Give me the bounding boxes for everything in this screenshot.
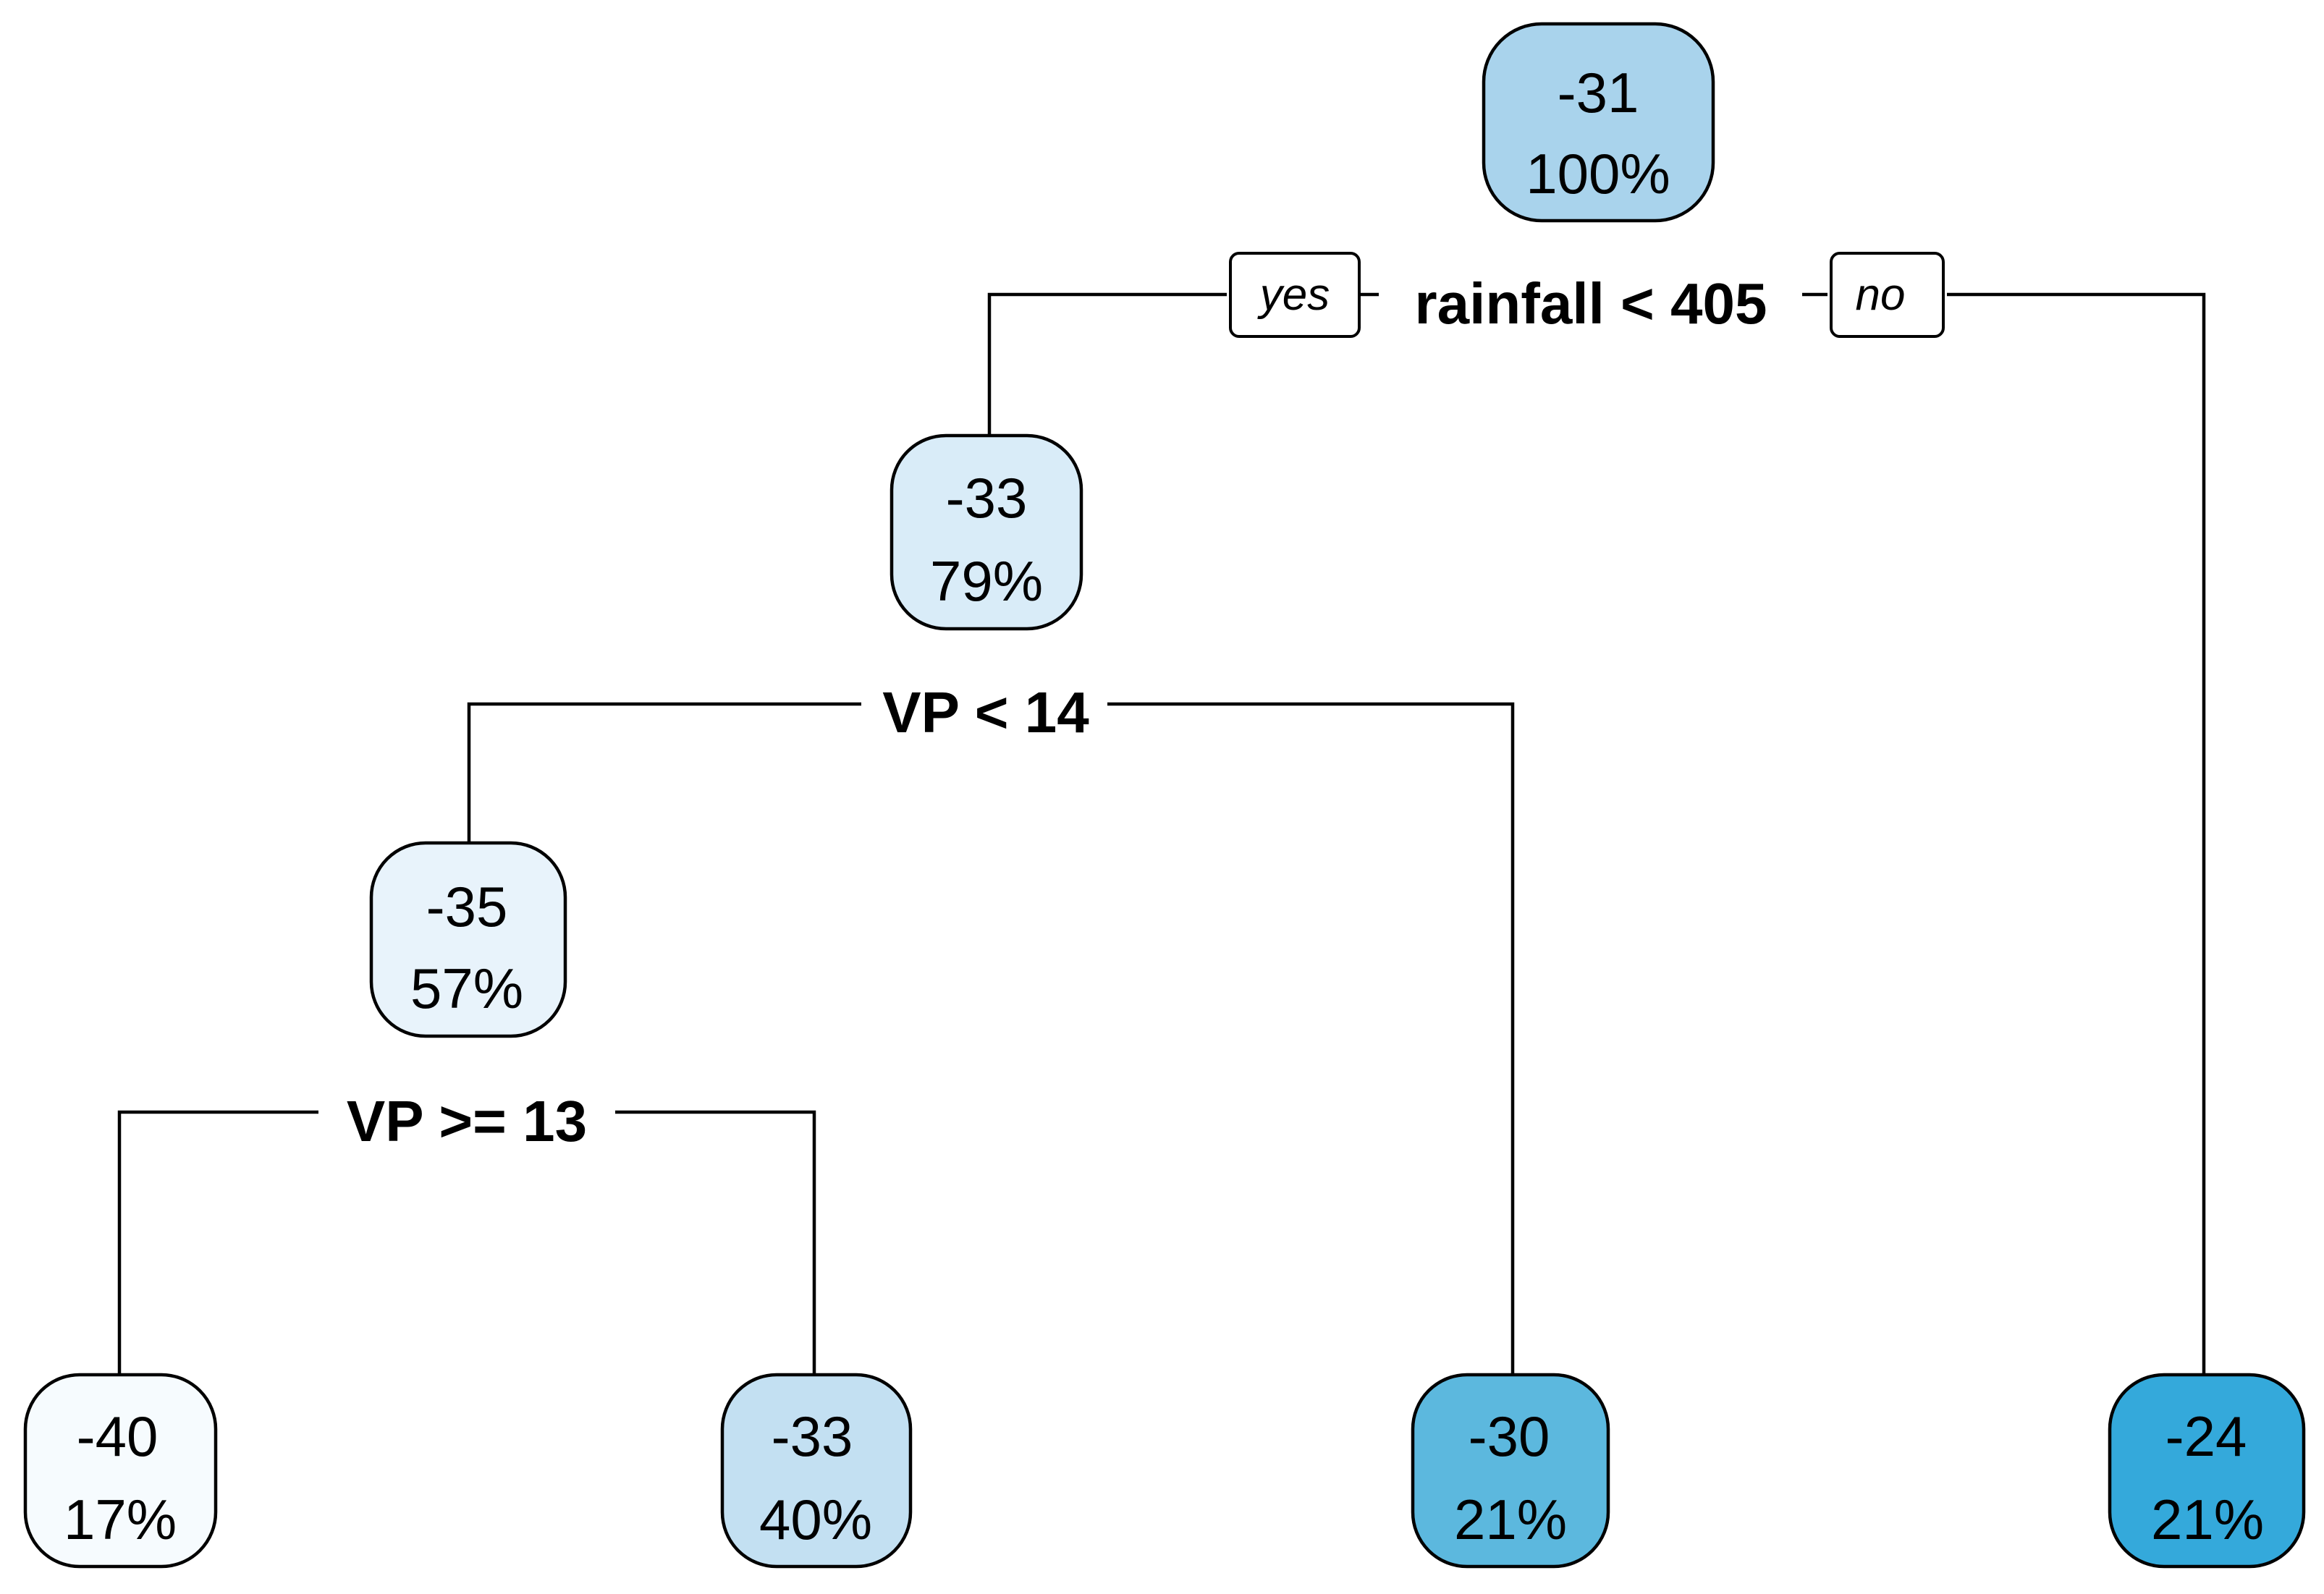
leaf-node-1-value: -40 xyxy=(77,1404,159,1468)
leaf-node-1-box xyxy=(23,1373,218,1569)
node-left-percent: 79% xyxy=(930,549,1043,613)
leaf-node-2-value: -33 xyxy=(772,1404,853,1468)
split-left-label: VP < 14 xyxy=(882,680,1089,745)
branch-yes-box xyxy=(1229,252,1361,338)
branch-yes-label: yes xyxy=(1257,270,1330,320)
node-root-percent: 100% xyxy=(1526,142,1670,205)
leaf-node-3-percent: 21% xyxy=(1454,1488,1567,1551)
edge-vp14-no xyxy=(1107,702,1515,1378)
node-left-left-box xyxy=(369,841,567,1038)
edge-root-yes xyxy=(987,292,1227,438)
node-left-left-value: -35 xyxy=(426,875,508,938)
leaf-node-2-percent: 40% xyxy=(759,1488,872,1551)
tree-edges xyxy=(117,292,2206,1378)
split-left-left-label: VP >= 13 xyxy=(347,1089,587,1153)
leaf-node-2-box xyxy=(720,1373,913,1569)
branch-no-box xyxy=(1830,252,1945,338)
leaf-node-2: -33 40% xyxy=(720,1373,913,1569)
node-left-box xyxy=(890,433,1083,631)
split-root-label: rainfall < 405 xyxy=(1415,271,1767,336)
edge-vp13-yes xyxy=(117,1110,318,1378)
leaf-node-3-value: -30 xyxy=(1469,1404,1550,1468)
leaf-node-4-box xyxy=(2108,1373,2306,1569)
leaf-node-3: -30 21% xyxy=(1411,1373,1610,1569)
node-left-left-percent: 57% xyxy=(410,957,523,1020)
node-root-box xyxy=(1482,22,1715,223)
leaf-node-4: -24 21% xyxy=(2108,1373,2306,1569)
node-root-value: -31 xyxy=(1558,61,1639,124)
branch-no-label: no xyxy=(1856,270,1906,320)
leaf-node-4-value: -24 xyxy=(2165,1404,2247,1468)
edge-vp13-no xyxy=(615,1110,816,1378)
edge-vp14-yes xyxy=(467,702,861,847)
node-left-left: -35 57% xyxy=(369,841,567,1038)
leaf-node-1-percent: 17% xyxy=(64,1488,177,1551)
leaf-node-4-percent: 21% xyxy=(2151,1488,2264,1551)
split-root: yes rainfall < 405 no xyxy=(1229,252,1945,338)
node-left-value: -33 xyxy=(946,466,1028,530)
node-root: -31 100% xyxy=(1482,22,1715,223)
leaf-node-3-box xyxy=(1411,1373,1610,1569)
edge-root-no xyxy=(1947,292,2206,1378)
leaf-node-1: -40 17% xyxy=(23,1373,218,1569)
node-left: -33 79% xyxy=(890,433,1083,631)
